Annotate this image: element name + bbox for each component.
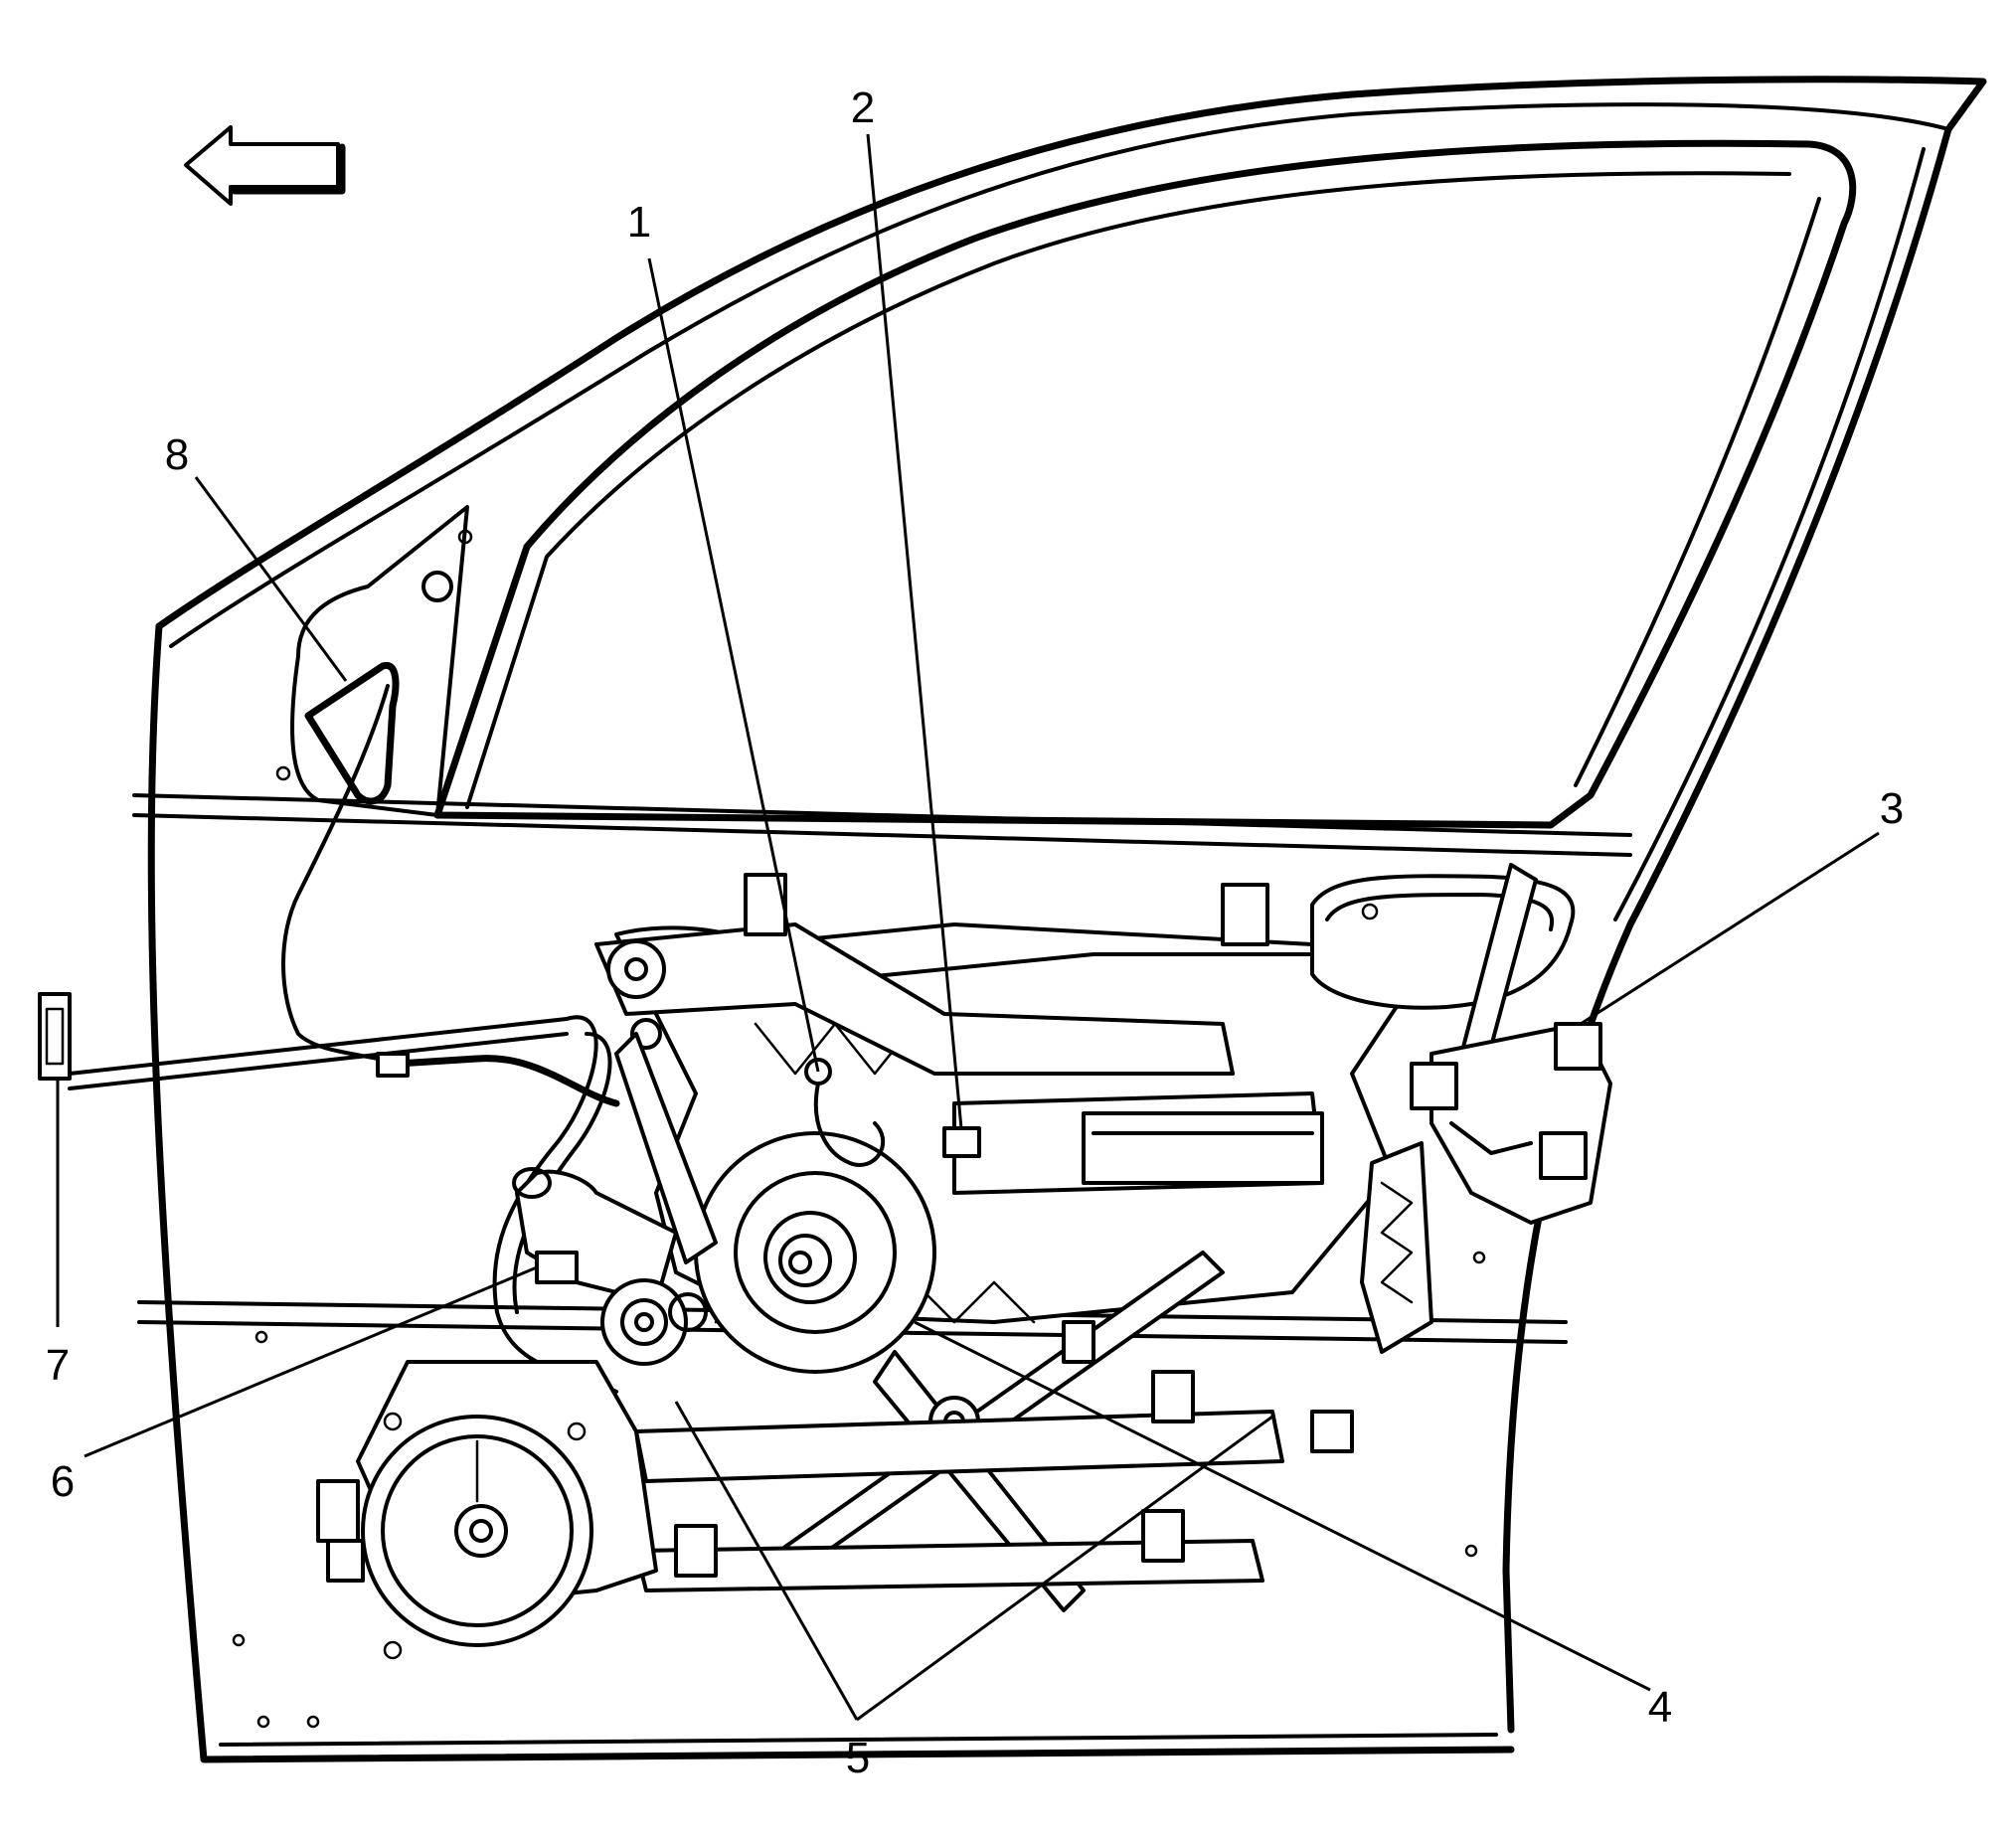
callout-labels: 1 2 3 4 5 6 7 8	[46, 84, 1904, 1782]
callout-5: 5	[846, 1734, 870, 1782]
callout-7: 7	[46, 1341, 70, 1390]
leader-line-4	[914, 1320, 1651, 1692]
arrow-left-icon	[184, 125, 346, 206]
leader-lines	[56, 133, 1880, 1722]
leader-line-5a	[674, 1401, 859, 1721]
speaker	[316, 1360, 658, 1660]
callout-2: 2	[851, 84, 875, 132]
leader-line-2	[866, 133, 963, 1129]
callout-4: 4	[1648, 1683, 1672, 1732]
component-8-tweeter	[281, 661, 400, 1066]
callout-1: 1	[627, 198, 651, 247]
leader-line-5b	[856, 1415, 1273, 1722]
leader-line-8	[194, 476, 348, 682]
door-shell	[132, 76, 1987, 1763]
leader-line-3	[1580, 831, 1880, 1026]
window-regulator	[594, 873, 1414, 1612]
callout-8: 8	[165, 430, 189, 479]
leader-line-6	[84, 1265, 538, 1458]
callout-3: 3	[1880, 784, 1904, 833]
leader-line-1	[647, 257, 820, 1073]
mirror-bracket	[1310, 874, 1576, 1010]
component-3-latch	[1310, 863, 1612, 1453]
component-6-window-motor	[512, 1167, 708, 1366]
callout-6: 6	[51, 1457, 75, 1506]
